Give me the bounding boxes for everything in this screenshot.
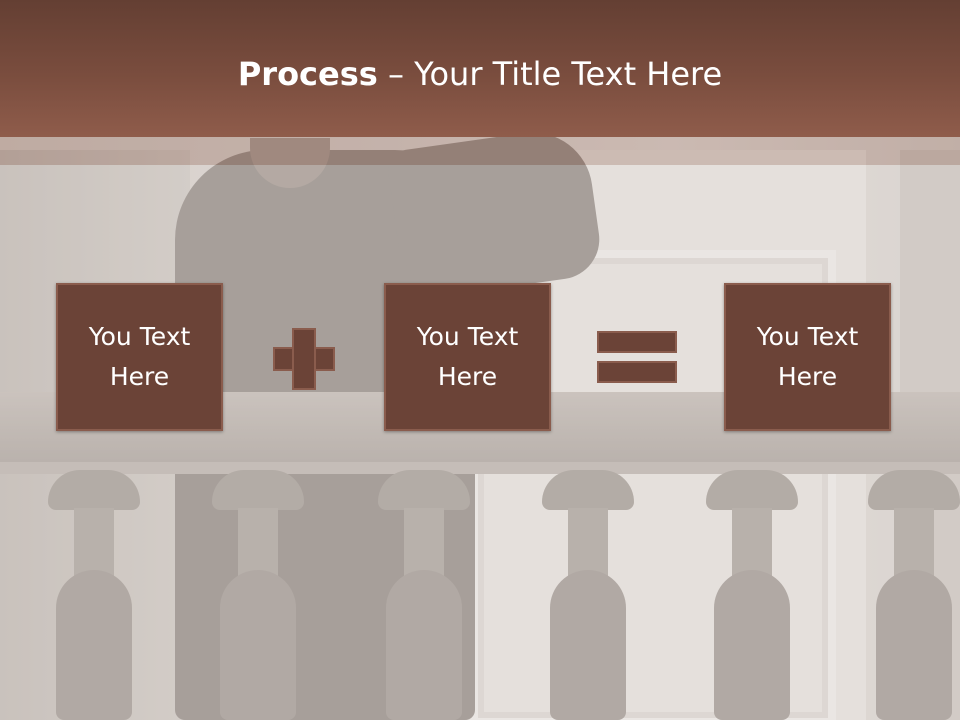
process-box-2-line2: Here <box>437 362 498 391</box>
slide-title[interactable]: Process – Your Title Text Here <box>0 52 960 96</box>
equals-icon <box>597 331 677 383</box>
baluster <box>868 470 960 720</box>
title-bold-part: Process <box>237 55 378 93</box>
title-rest-part: – Your Title Text Here <box>377 55 723 93</box>
plus-icon <box>273 328 335 390</box>
baluster <box>378 470 470 720</box>
baluster <box>542 470 634 720</box>
baluster <box>706 470 798 720</box>
process-box-1[interactable]: You Text Here <box>56 283 223 431</box>
process-box-1-line2: Here <box>109 362 170 391</box>
title-band-strip <box>0 137 960 165</box>
process-box-2-line1: You Text <box>416 322 519 351</box>
content-overlay <box>0 165 960 720</box>
process-box-3-line2: Here <box>777 362 838 391</box>
process-box-2[interactable]: You Text Here <box>384 283 551 431</box>
baluster <box>212 470 304 720</box>
process-box-3-line1: You Text <box>756 322 859 351</box>
process-box-1-line1: You Text <box>88 322 191 351</box>
process-box-3[interactable]: You Text Here <box>724 283 891 431</box>
title-band <box>0 0 960 137</box>
baluster <box>48 470 140 720</box>
